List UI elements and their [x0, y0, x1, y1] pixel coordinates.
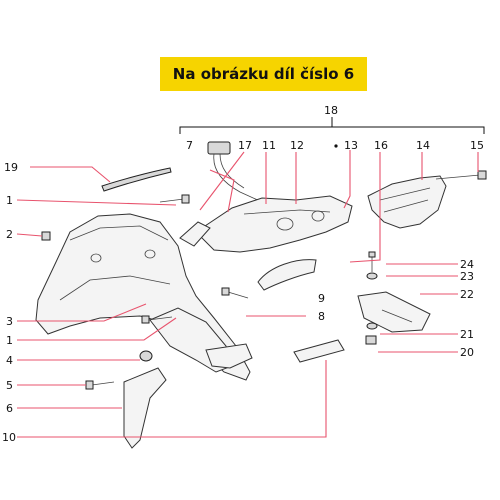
callout-8: 8 [318, 310, 325, 323]
callout-11: 11 [262, 139, 276, 152]
part-1-screw-upper [159, 194, 190, 204]
callout-22: 22 [460, 288, 474, 301]
banner-text: Na obrázku díl číslo 6 [172, 65, 355, 83]
part-10-housing [205, 343, 253, 369]
callout-15: 15 [470, 139, 484, 152]
callout-20: 20 [460, 346, 474, 359]
callout-1-lower: 1 [6, 334, 13, 347]
callout-19: 19 [4, 161, 18, 174]
part-6-splash-guard [123, 367, 167, 449]
callout-5: 5 [6, 379, 13, 392]
title-banner: Na obrázku díl číslo 6 [160, 57, 367, 91]
part-7-connector [207, 141, 263, 203]
part-24-screw [368, 251, 376, 272]
callout-16: 16 [374, 139, 388, 152]
callout-24: 24 [460, 258, 474, 271]
callout-23: 23 [460, 270, 474, 283]
callout-18: 18 [324, 104, 338, 117]
callout-3: 3 [6, 315, 13, 328]
callout-17: 17 [238, 139, 252, 152]
part-21-washer [366, 322, 378, 330]
callout-13: 13 [344, 139, 358, 152]
part-16-lens [257, 259, 317, 291]
marker-dot [334, 144, 338, 148]
part-17-reflector [179, 221, 211, 247]
callout-6: 6 [6, 402, 13, 415]
part-4-grommet [139, 350, 153, 362]
part-5-screw [85, 380, 115, 390]
callout-labels: 19 1 2 3 1 4 5 6 10 7 17 11 12 13 16 14 … [2, 104, 484, 444]
part-23-washer [366, 272, 378, 280]
callout-7: 7 [186, 139, 193, 152]
part-15-screw [435, 170, 487, 180]
callout-2: 2 [6, 228, 13, 241]
group-bracket-18 [179, 117, 485, 134]
leader-lines [16, 150, 479, 438]
part-3-screw [141, 315, 173, 324]
part-2-clip [41, 231, 51, 241]
callout-4: 4 [6, 354, 13, 367]
callout-10: 10 [2, 431, 16, 444]
callout-14: 14 [416, 139, 430, 152]
callout-9: 9 [318, 292, 325, 305]
part-19-wire [101, 167, 172, 192]
callout-1-upper: 1 [6, 194, 13, 207]
callout-21: 21 [460, 328, 474, 341]
part-9-screw [221, 287, 249, 299]
part-12-bracket [195, 195, 353, 253]
callout-12: 12 [290, 139, 304, 152]
part-20-nut [365, 335, 377, 345]
part-20-strip [293, 339, 345, 363]
